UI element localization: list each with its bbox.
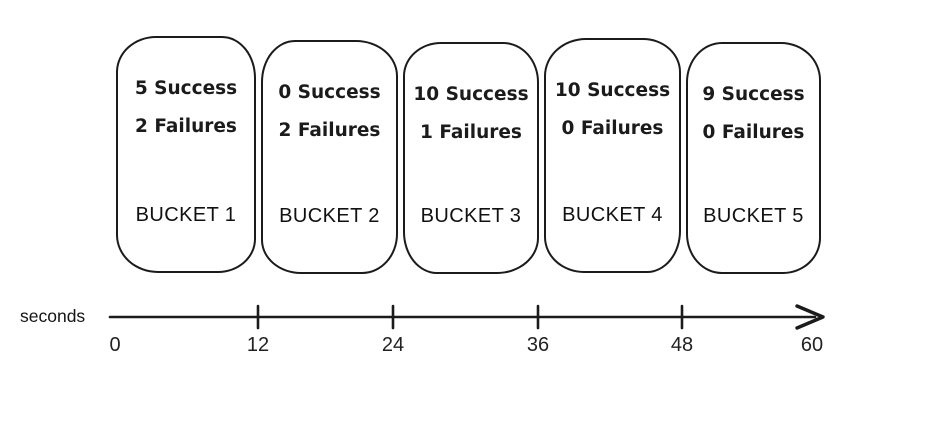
bucket-4-success-text: 10 Success <box>554 80 671 101</box>
bucket-2-failures-text: 2 Failures <box>278 120 381 141</box>
bucket-5-label: BUCKET 5 <box>703 205 804 227</box>
bucket-3: 10 Success 1 Failures BUCKET 3 <box>403 42 539 274</box>
bucket-3-failures-text: 1 Failures <box>420 122 522 143</box>
tick-label-0: 0 <box>109 334 121 356</box>
timeline-arrow-axis <box>108 304 825 330</box>
tick-label-24: 24 <box>381 334 405 356</box>
bucket-2-label: BUCKET 2 <box>279 205 380 227</box>
bucket-2-success-text: 0 Success <box>278 82 381 103</box>
axis-arrowhead-icon <box>795 304 825 330</box>
bucket-4-label: BUCKET 4 <box>562 204 663 226</box>
bucket-1-label: BUCKET 1 <box>135 204 237 226</box>
bucket-5-failures-text: 0 Failures <box>702 122 805 143</box>
bucket-3-label: BUCKET 3 <box>420 205 522 227</box>
bucket-5-success-text: 9 Success <box>702 84 805 105</box>
bucket-4-failures-text: 0 Failures <box>561 118 664 139</box>
buckets-row: 5 Success 2 Failures BUCKET 1 0 Success … <box>114 35 826 277</box>
bucket-3-success-text: 10 Success <box>413 84 529 105</box>
tick-label-12: 12 <box>246 334 270 356</box>
axis-unit-label: seconds <box>20 306 86 326</box>
bucket-1-success-text: 5 Success <box>134 78 238 99</box>
bucket-1: 5 Success 2 Failures BUCKET 1 <box>116 36 256 273</box>
bucket-5: 9 Success 0 Failures BUCKET 5 <box>686 42 821 274</box>
tick-label-60: 60 <box>800 334 824 356</box>
bucket-2: 0 Success 2 Failures BUCKET 2 <box>261 40 398 274</box>
bucket-1-failures-text: 2 Failures <box>135 116 237 137</box>
tick-label-48: 48 <box>670 334 694 356</box>
bucket-4: 10 Success 0 Failures BUCKET 4 <box>544 38 681 273</box>
tick-label-36: 36 <box>526 334 550 356</box>
